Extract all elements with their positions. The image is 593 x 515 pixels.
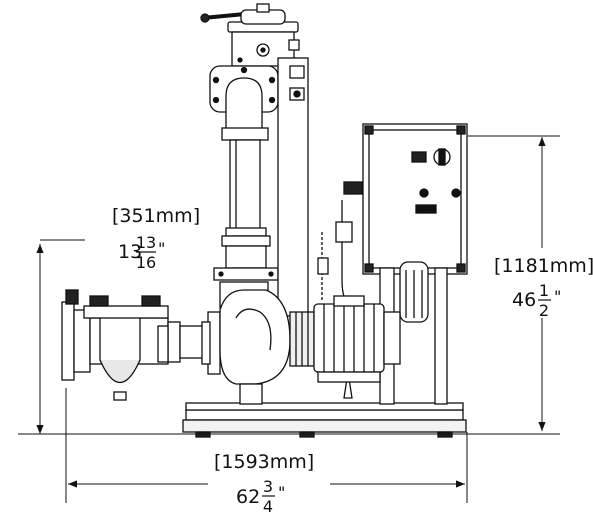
overall-length-metric: [1593mm] bbox=[214, 451, 314, 473]
height-offset-metric: [351mm] bbox=[112, 205, 200, 227]
panel-support bbox=[317, 181, 448, 405]
base-frame bbox=[182, 402, 467, 438]
height-offset-unit: " bbox=[158, 239, 165, 258]
overall-length-unit: " bbox=[278, 483, 285, 502]
height-offset-label: [351mm] 13 13 16 " bbox=[112, 205, 200, 272]
pump-motor bbox=[289, 295, 401, 399]
dimension-lines bbox=[18, 135, 560, 503]
control-panel bbox=[362, 123, 468, 275]
discharge-pipe bbox=[209, 65, 279, 281]
rear-column bbox=[277, 57, 309, 317]
overall-length-numerator: 3 bbox=[263, 477, 273, 496]
height-offset-denominator: 16 bbox=[136, 253, 156, 272]
overall-length-whole: 62 bbox=[236, 486, 260, 508]
overall-height-unit: " bbox=[554, 287, 561, 306]
height-offset-whole: 13 bbox=[118, 241, 142, 263]
overall-height-metric: [1181mm] bbox=[494, 255, 593, 277]
suction-strainer bbox=[61, 289, 209, 401]
suction-flanges bbox=[157, 321, 211, 365]
overall-height-label: [1181mm] 46 1 2 " bbox=[494, 255, 593, 320]
overall-height-numerator: 1 bbox=[539, 281, 549, 300]
pump-skid-assembly bbox=[61, 3, 468, 438]
gate-valve bbox=[200, 3, 300, 67]
overall-height-denominator: 2 bbox=[539, 301, 549, 320]
height-offset-numerator: 13 bbox=[136, 233, 156, 252]
overall-length-label: [1593mm] 62 3 4 " bbox=[214, 451, 314, 515]
overall-height-whole: 46 bbox=[512, 289, 536, 311]
overall-length-denominator: 4 bbox=[263, 497, 273, 515]
pump-volute bbox=[207, 281, 291, 405]
